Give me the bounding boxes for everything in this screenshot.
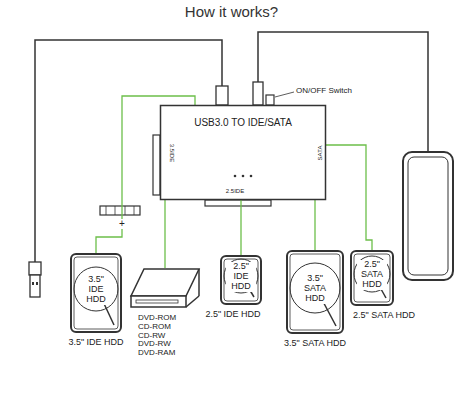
diagram-title: How it works? [0, 3, 463, 20]
ide-25-port [205, 200, 271, 206]
port-label: 2.5IDE [160, 188, 310, 195]
port-label: 3.5IDE [168, 143, 175, 161]
switch-label: ON/OFF Switch [296, 86, 352, 95]
node-outline [130, 268, 200, 308]
drive-label: 2.5" IDE HDD [226, 262, 256, 292]
connector-line [164, 200, 165, 268]
power-adapter-face [408, 157, 448, 275]
power-plug [253, 82, 263, 105]
on-off-switch [266, 95, 274, 105]
connector-line [314, 200, 315, 250]
usb-plug [216, 86, 228, 105]
ide-port [153, 135, 160, 195]
connector-line [240, 200, 241, 255]
drive-label: 3.5" SATA HDD [300, 274, 330, 304]
drive-caption: 3.5" SATA HDD [284, 339, 346, 349]
molex-pin [134, 206, 135, 215]
drive-caption: 3.5" IDE HDD [68, 338, 123, 348]
leader-line [275, 92, 294, 97]
molex-connector [100, 206, 140, 215]
usb-plug [29, 262, 41, 275]
molex-pin [106, 206, 107, 215]
adapter-box: USB3.0 TO IDE/SATA 3.5IDE SATA 2.5IDE [160, 105, 326, 200]
usb-plug-metal [30, 275, 40, 297]
hard-drive: 2.5" IDE HDD2.5" IDE HDD [220, 255, 262, 305]
drive-caption: 2.5" SATA HDD [353, 311, 415, 321]
hard-drive: 3.5" SATA HDD3.5" SATA HDD [286, 250, 344, 334]
port-label: SATA [317, 145, 324, 160]
drive-label: 2.5" SATA HDD [357, 260, 387, 290]
drive-list: DVD-ROM CD-ROM CD-RW DVD-RW DVD-RAM [138, 314, 184, 358]
drive-label: 3.5" IDE HDD [81, 275, 111, 305]
usb-plug-hole [36, 282, 38, 285]
adapter-title: USB3.0 TO IDE/SATA [160, 117, 326, 128]
plus-sign: + [117, 219, 127, 229]
drive-caption: 2.5" IDE HDD [205, 310, 260, 320]
hard-drive: 3.5" IDE HDD3.5" IDE HDD [70, 253, 122, 333]
optical-drive: DVD-ROM CD-ROM CD-RW DVD-RW DVD-RAM [130, 268, 200, 308]
power-adapter [403, 152, 453, 280]
hard-drive: 2.5" SATA HDD2.5" SATA HDD [350, 250, 394, 306]
usb-plug-hole [32, 282, 34, 285]
molex-pin [125, 206, 126, 215]
molex-pin [115, 206, 116, 215]
connector-line [326, 145, 372, 250]
